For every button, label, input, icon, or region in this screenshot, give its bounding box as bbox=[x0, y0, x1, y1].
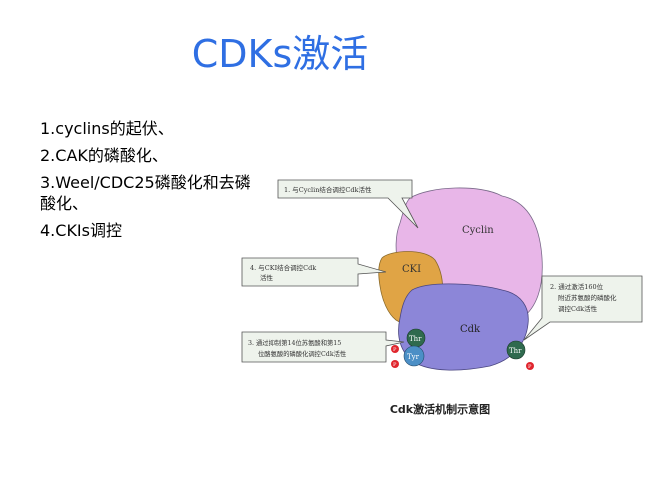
phosphate-thr-left bbox=[391, 345, 399, 353]
callout-cki-line2: 活性 bbox=[260, 273, 274, 282]
phosphate-thr-right bbox=[526, 362, 534, 370]
callout-thr-tyr: 3. 通过抑制第14位苏氨酸和第15 位酪氨酸的磷酸化调控Cdk活性 bbox=[241, 331, 405, 363]
callout-cyclin: 1. 与Cyclin结合调控Cdk活性 bbox=[277, 179, 419, 229]
phosphate-tyr bbox=[391, 360, 399, 368]
callout-thr-tyr-line2: 位酪氨酸的磷酸化调控Cdk活性 bbox=[258, 349, 346, 358]
bullet-item: 2.CAK的磷酸化、 bbox=[40, 146, 168, 165]
bullet-item: 1.cyclins的起伏、 bbox=[40, 119, 174, 138]
cdk-activation-diagram: Cyclin CKI Cdk Thr Tyr P P Thr P 1. 与Cyc… bbox=[240, 168, 650, 388]
diagram-caption: Cdk激活机制示意图 bbox=[389, 403, 491, 416]
cyclin-label: Cyclin bbox=[462, 225, 494, 236]
phosphate-label: P bbox=[393, 362, 397, 368]
cki-label: CKI bbox=[402, 264, 421, 275]
bullet-list: 1.cyclins的起伏、 2.CAK的磷酸化、 3.Weel/CDC25磷酸化… bbox=[40, 118, 265, 247]
cdk-label: Cdk bbox=[460, 324, 481, 335]
bullet-item: 3.Weel/CDC25磷酸化和去磷酸化、 bbox=[40, 173, 251, 213]
tyr-label: Tyr bbox=[407, 353, 420, 361]
tyr-residue bbox=[403, 345, 425, 367]
thr-left-label: Thr bbox=[409, 335, 422, 343]
phosphate-label: P bbox=[393, 347, 397, 353]
slide-title: CDKs激活 bbox=[191, 32, 369, 76]
callout-thr160-line2: 附近苏氨酸的磷酸化 bbox=[558, 293, 617, 302]
phosphate-label: P bbox=[528, 364, 532, 370]
callout-thr160-line1: 2. 通过激活160位 bbox=[550, 282, 604, 291]
thr-right-label: Thr bbox=[509, 347, 522, 355]
callout-cki: 4. 与CKI结合调控Cdk 活性 bbox=[241, 257, 387, 287]
callout-cki-line1: 4. 与CKI结合调控Cdk bbox=[250, 263, 316, 272]
bullet-item: 4.CKIs调控 bbox=[40, 221, 122, 240]
callout-cyclin-text: 1. 与Cyclin结合调控Cdk活性 bbox=[284, 185, 372, 194]
thr-residue-right bbox=[506, 340, 526, 360]
callout-thr-tyr-line1: 3. 通过抑制第14位苏氨酸和第15 bbox=[248, 338, 341, 347]
cdk-blob bbox=[398, 283, 529, 371]
callout-thr160-line3: 调控Cdk活性 bbox=[558, 304, 598, 313]
callout-thr160: 2. 通过激活160位 附近苏氨酸的磷酸化 调控Cdk活性 bbox=[523, 275, 643, 341]
